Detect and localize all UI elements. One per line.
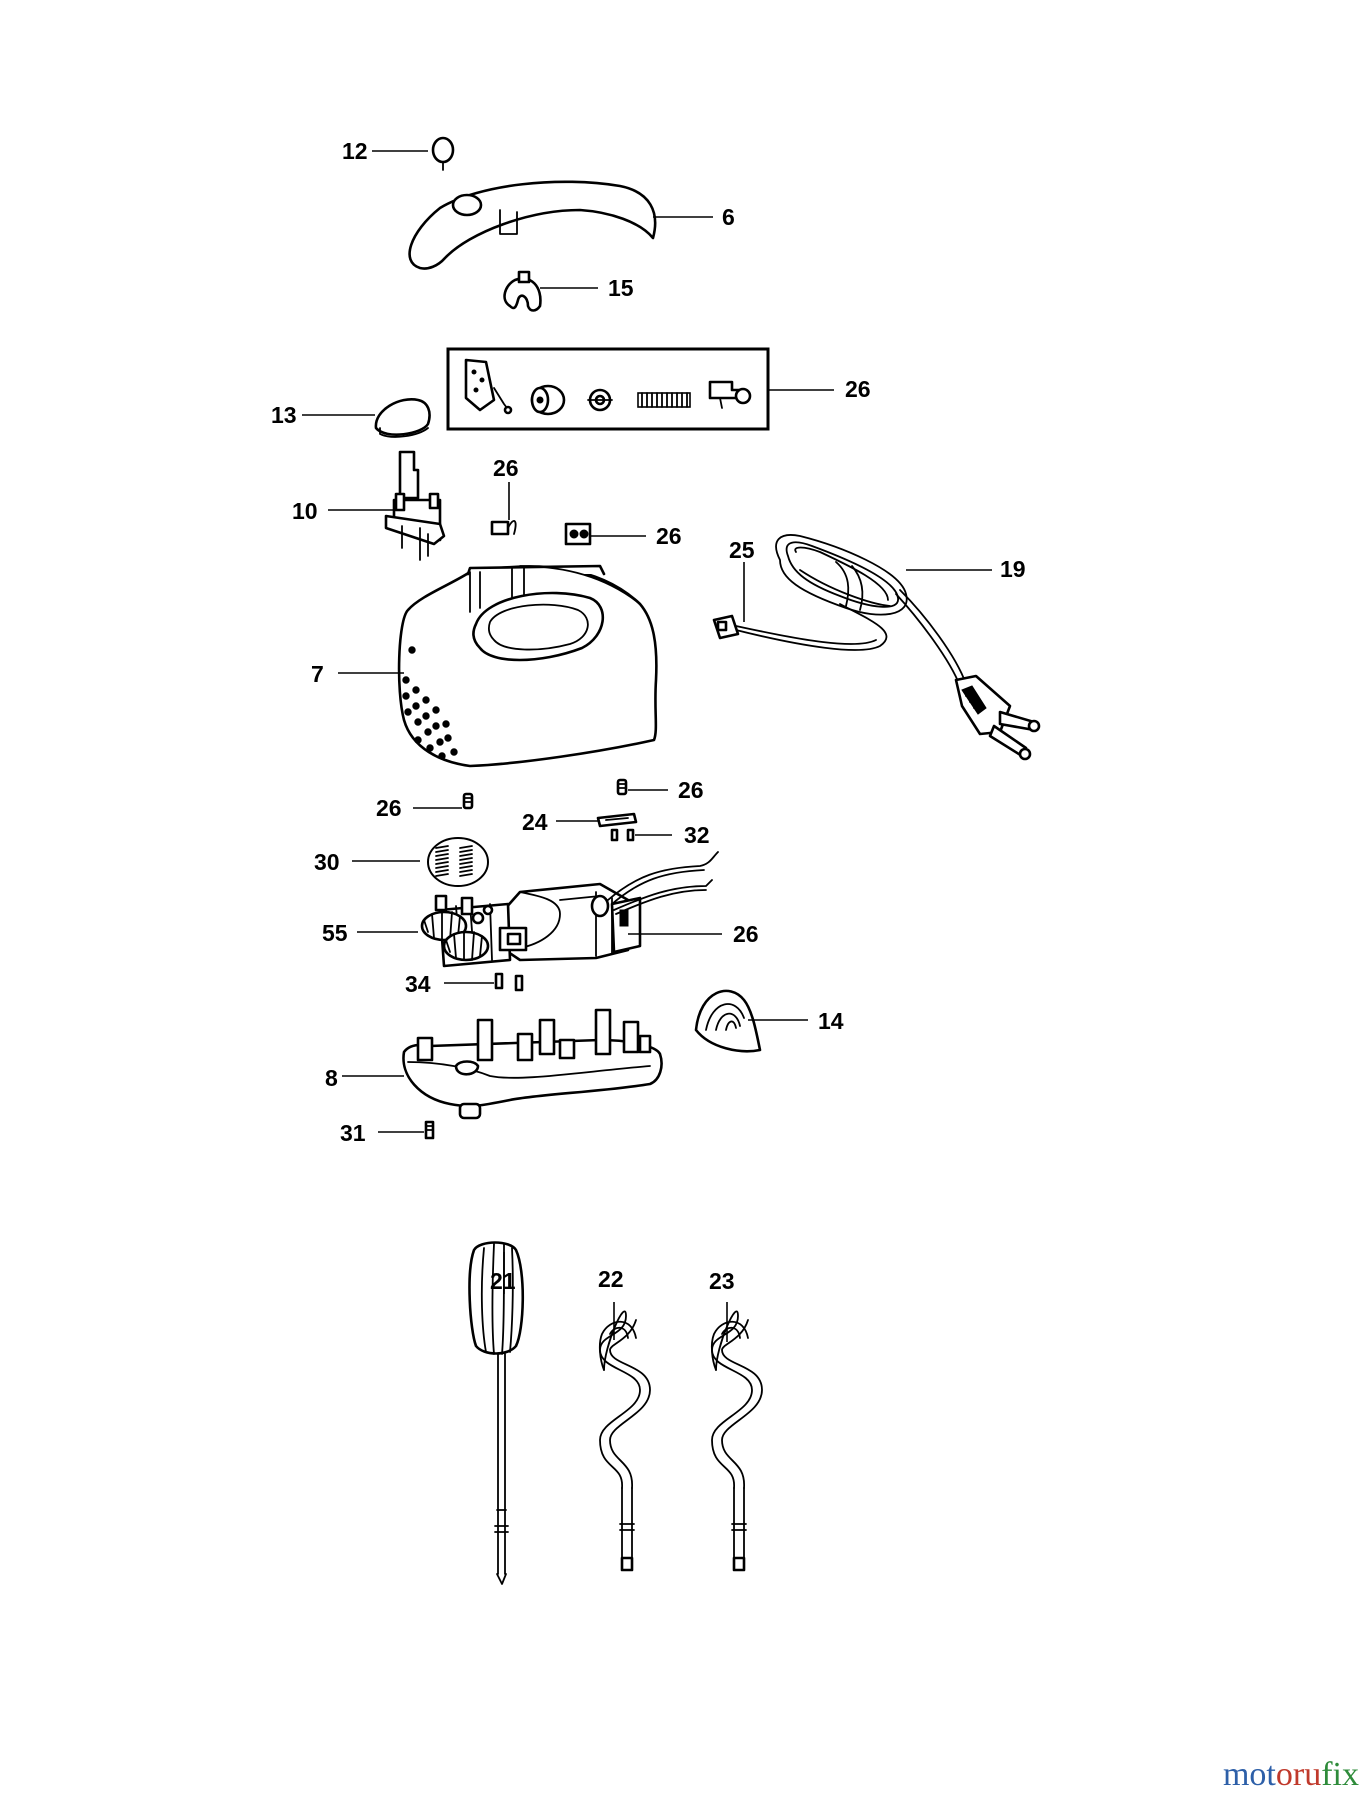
watermark-logo: motorufix bbox=[1223, 1756, 1359, 1794]
part-7-housing[interactable] bbox=[397, 564, 658, 768]
part-10-switch-slider[interactable] bbox=[384, 450, 446, 561]
kit-spring bbox=[637, 392, 691, 408]
part-12-knob[interactable] bbox=[431, 136, 455, 171]
label-32: 32 bbox=[684, 822, 710, 848]
housing-vents bbox=[402, 646, 458, 760]
label-26-contact: 26 bbox=[493, 455, 519, 481]
watermark-part-2: oru bbox=[1275, 1756, 1322, 1793]
part-55-motor-assembly[interactable] bbox=[420, 851, 719, 968]
part-31-screw[interactable] bbox=[424, 1120, 435, 1140]
part-22-dough-hook[interactable] bbox=[598, 1310, 651, 1572]
part-6-handle-cover[interactable] bbox=[408, 180, 657, 270]
part-34-screws[interactable] bbox=[494, 972, 524, 992]
label-26-connector: 26 bbox=[656, 523, 682, 549]
part-25-cord-terminal[interactable] bbox=[712, 614, 740, 640]
part-19-power-cord[interactable] bbox=[715, 534, 1041, 761]
part-8-base[interactable] bbox=[402, 1008, 663, 1120]
part-13-button-cap[interactable] bbox=[374, 398, 431, 438]
label-21: 21 bbox=[490, 1268, 516, 1294]
part-26-screw-left[interactable] bbox=[462, 792, 474, 810]
part-21-beater[interactable] bbox=[468, 1241, 525, 1585]
part-15-clip[interactable] bbox=[503, 270, 542, 312]
label-8: 8 bbox=[325, 1065, 338, 1091]
label-19: 19 bbox=[1000, 556, 1026, 582]
label-26-screw-right: 26 bbox=[678, 777, 704, 803]
watermark-part-3: fix bbox=[1321, 1756, 1359, 1793]
part-26-switch-kit-box[interactable] bbox=[446, 347, 770, 431]
label-14: 14 bbox=[818, 1008, 844, 1034]
label-26-box: 26 bbox=[845, 376, 871, 402]
label-12: 12 bbox=[342, 138, 368, 164]
watermark-part-1: mot bbox=[1222, 1756, 1276, 1793]
label-24: 24 bbox=[522, 809, 548, 835]
label-6: 6 bbox=[722, 204, 735, 230]
label-10: 10 bbox=[292, 498, 318, 524]
part-26-contact[interactable] bbox=[490, 520, 517, 536]
label-34: 34 bbox=[405, 971, 431, 997]
part-30-brush-springs[interactable] bbox=[427, 837, 489, 887]
label-7: 7 bbox=[311, 661, 324, 687]
label-13: 13 bbox=[271, 402, 297, 428]
part-24-bracket[interactable] bbox=[596, 812, 638, 828]
part-26-connector[interactable] bbox=[564, 522, 592, 546]
label-23: 23 bbox=[709, 1268, 735, 1294]
label-26-screw-left: 26 bbox=[376, 795, 402, 821]
label-25: 25 bbox=[729, 537, 755, 563]
label-30: 30 bbox=[314, 849, 340, 875]
part-26-screw-right[interactable] bbox=[616, 778, 628, 796]
label-55: 55 bbox=[322, 920, 348, 946]
label-26-motor: 26 bbox=[733, 921, 759, 947]
label-22: 22 bbox=[598, 1266, 624, 1292]
part-14-pad[interactable] bbox=[694, 989, 762, 1053]
part-23-dough-hook[interactable] bbox=[710, 1310, 763, 1572]
label-31: 31 bbox=[340, 1120, 366, 1146]
part-32-screws[interactable] bbox=[610, 828, 635, 842]
label-15: 15 bbox=[608, 275, 634, 301]
